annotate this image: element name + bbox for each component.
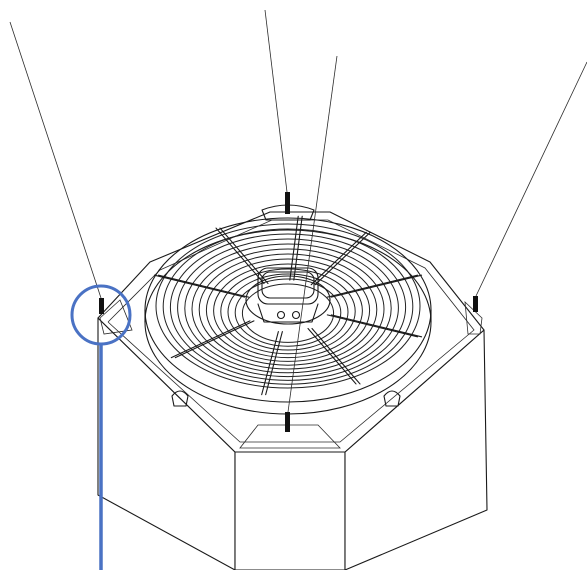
guard-ring — [177, 238, 399, 378]
guard-ring — [213, 263, 363, 359]
guard-spoke — [215, 227, 265, 285]
guard-spoke — [174, 320, 255, 359]
fan-guard-spokes — [153, 215, 423, 396]
guard-spoke — [265, 331, 283, 396]
guard-spoke — [293, 215, 303, 281]
lifting-eyes — [99, 192, 478, 432]
front-panel — [234, 451, 346, 570]
guard-spoke — [326, 274, 419, 298]
motor-hub — [245, 267, 331, 325]
sling-front — [287, 55, 338, 413]
highlight-callout — [70, 284, 132, 570]
lifting-eye-icon — [285, 412, 290, 432]
guard-spoke — [330, 274, 423, 298]
guard-spoke — [289, 215, 299, 281]
guard-ring — [191, 248, 385, 370]
sling-front-left — [9, 21, 102, 299]
lifting-eye-icon — [473, 296, 478, 312]
guard-spoke — [219, 227, 269, 285]
guard-spoke — [157, 274, 250, 298]
housing-body — [97, 211, 488, 570]
guard-ring — [162, 228, 414, 385]
guard-spoke — [314, 231, 371, 286]
lifting-slings — [9, 9, 587, 413]
guard-ring — [155, 223, 421, 389]
guard-ring — [205, 258, 371, 362]
guard-ring — [241, 283, 335, 343]
guard-spoke — [170, 320, 251, 359]
guard-spoke — [307, 327, 357, 385]
guard-ring — [227, 273, 349, 351]
guard-spoke — [330, 314, 423, 338]
guard-spoke — [310, 231, 367, 286]
sling-right — [475, 61, 587, 297]
lifting-eye-icon — [285, 192, 290, 214]
guard-ring — [234, 278, 342, 347]
guard-spoke — [261, 331, 279, 396]
guard-spoke — [311, 327, 361, 385]
guard-spoke — [326, 314, 419, 338]
lifting-eye-icon — [99, 298, 104, 314]
guard-spoke — [153, 274, 246, 298]
fan-guard-rings — [155, 223, 421, 389]
sling-rear — [264, 9, 288, 193]
guard-ring — [169, 233, 407, 381]
guard-ring — [220, 268, 356, 355]
guard-ring — [184, 243, 392, 374]
guard-feet — [171, 204, 401, 407]
guard-ring — [198, 253, 378, 366]
